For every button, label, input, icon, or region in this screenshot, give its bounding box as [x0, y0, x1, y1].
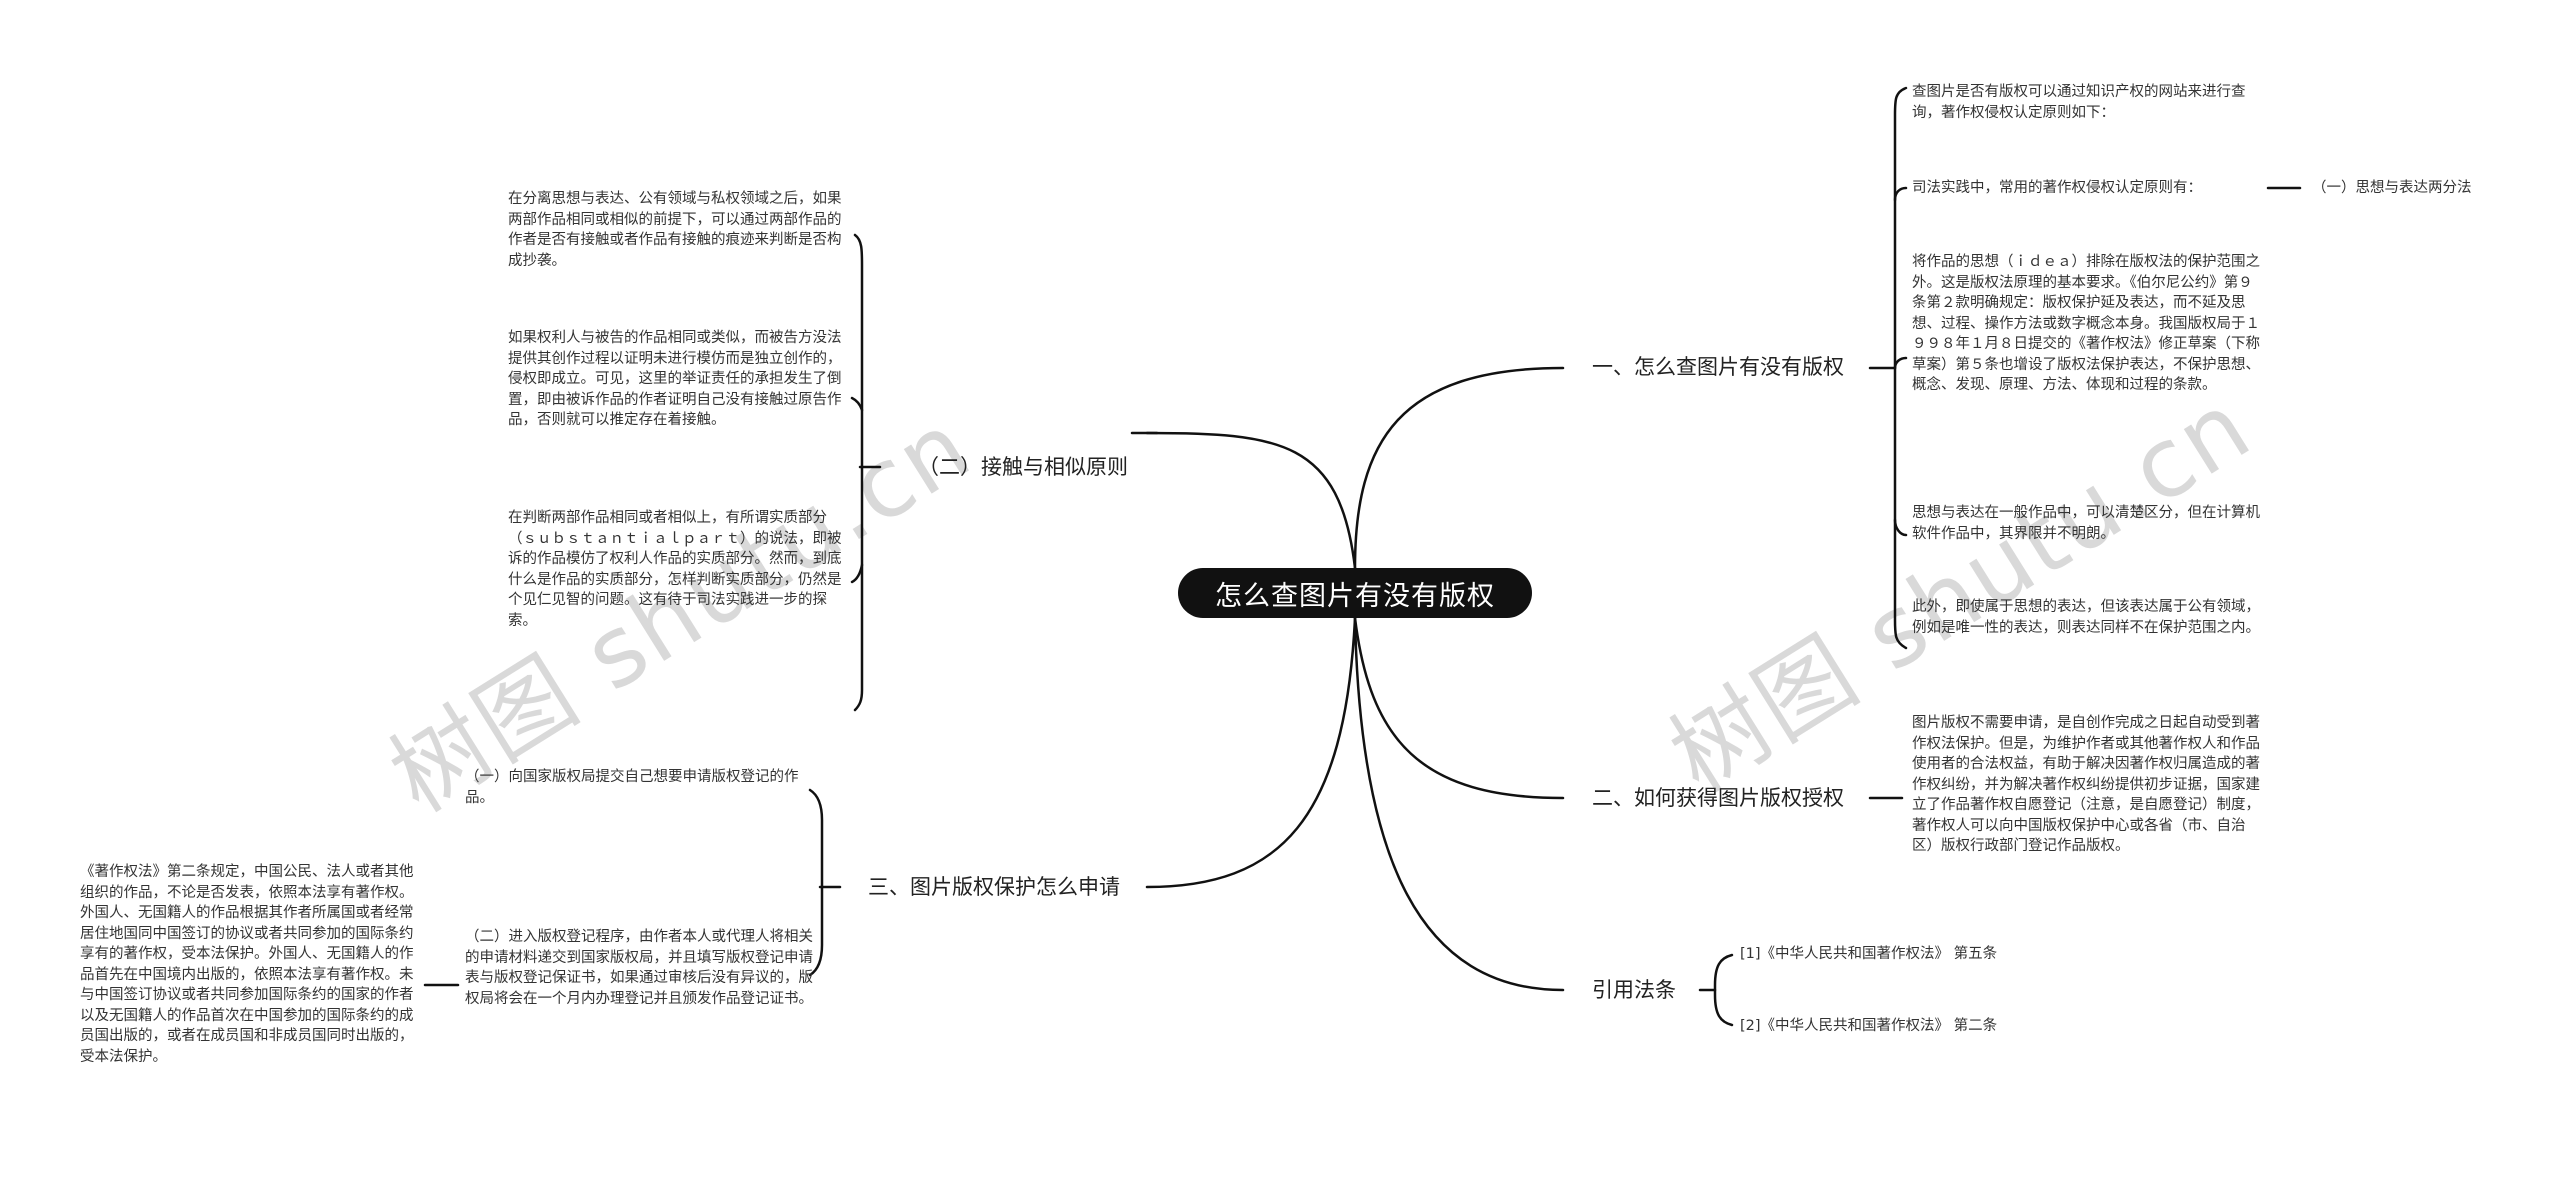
branch-access-similarity[interactable]: （二）接触与相似原则	[918, 455, 1128, 479]
leaf-public-domain: 此外，即使属于思想的表达，但该表达属于公有领域，例如是唯一性的表达，则表达同样不…	[1912, 599, 2260, 636]
link-root-b1	[1353, 366, 1565, 570]
link-root-b3	[1353, 616, 1565, 992]
bracket-b1	[1893, 86, 1908, 650]
link-b1-c2	[1893, 186, 1908, 202]
leaf-copyright-law-article-2: 《著作权法》第二条规定，中国公民、法人或者其他组织的作品，不论是否发表，依照本法…	[80, 864, 414, 1065]
leaf-common-principles: 司法实践中，常用的著作权侵权认定原则有：	[1912, 180, 2202, 196]
leaf-burden-of-proof: 如果权利人与被告的作品相同或类似，而被告方没法提供其创作过程以证明未进行模仿而是…	[508, 330, 842, 428]
root-node[interactable]: 怎么查图片有没有版权	[1178, 568, 1532, 618]
branch-how-to-check-copyright[interactable]: 一、怎么查图片有没有版权	[1592, 355, 1844, 379]
bracket-b4	[853, 233, 864, 712]
branch-how-to-apply[interactable]: 三、图片版权保护怎么申请	[868, 875, 1120, 899]
leaf-submit-work: （一）向国家版权局提交自己想要申请版权登记的作品。	[465, 769, 799, 806]
link-b4-c3	[850, 563, 864, 584]
leaf-software-boundary: 思想与表达在一般作品中，可以清楚区分，但在计算机软件作品中，其界限并不明朗。	[1912, 505, 2260, 542]
leaf-voluntary-registration: 图片版权不需要申请，是自创作完成之日起自动受到著作权法保护。但是，为维护作者或其…	[1912, 715, 2260, 854]
leaf-law-article-2[interactable]: [2]《中华人民共和国著作权法》 第二条	[1740, 1018, 1998, 1034]
leaf-access-trace: 在分离思想与表达、公有领域与私权领域之后，如果两部作品相同或相似的前提下，可以通…	[508, 191, 842, 269]
bracket-b3	[1713, 953, 1734, 1027]
link-b1-c3	[1893, 356, 1908, 370]
link-b4-c2	[850, 396, 864, 412]
link-root-b2	[1353, 616, 1565, 800]
leaf-registration-procedure: （二）进入版权登记程序，由作者本人或代理人将相关的申请材料递交到国家版权局，并且…	[465, 929, 813, 1007]
branch-cited-laws[interactable]: 引用法条	[1592, 978, 1676, 1002]
link-root-b5	[1145, 616, 1357, 889]
leaf-idea-expression-dichotomy: （一）思想与表达两分法	[2312, 180, 2472, 196]
leaf-idea-excluded: 将作品的思想（ｉｄｅａ）排除在版权法的保护范围之外。这是版权法原理的基本要求。《…	[1912, 254, 2260, 393]
branch-how-to-obtain-license[interactable]: 二、如何获得图片版权授权	[1592, 786, 1844, 810]
link-b1-c4	[1893, 518, 1908, 537]
leaf-substantial-part: 在判断两部作品相同或者相似上，有所谓实质部分（ｓｕｂｓｔａｎｔｉａｌｐａｒｔ）的…	[508, 510, 842, 629]
leaf-check-via-ip-sites: 查图片是否有版权可以通过知识产权的网站来进行查询，著作权侵权认定原则如下：	[1912, 84, 2246, 121]
link-root-b4	[1145, 431, 1357, 570]
leaf-law-article-5[interactable]: [1]《中华人民共和国著作权法》 第五条	[1740, 946, 1998, 962]
